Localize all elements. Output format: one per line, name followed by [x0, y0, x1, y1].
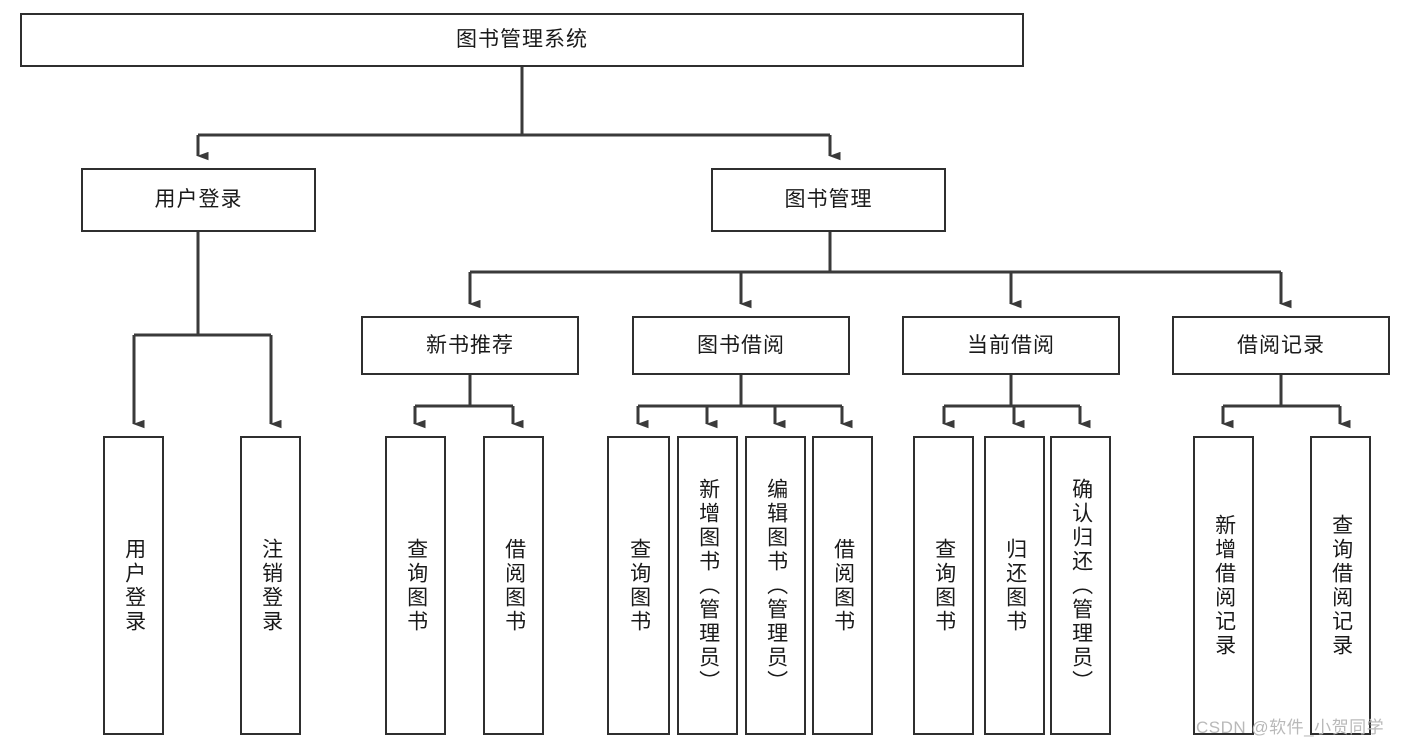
node-leaf-query-borrow-record[interactable]: 查询借阅记录 [1310, 436, 1371, 735]
node-root-book-management-system[interactable]: 图书管理系统 [20, 13, 1024, 67]
node-current-borrow[interactable]: 当前借阅 [902, 316, 1120, 375]
node-user-login[interactable]: 用户登录 [81, 168, 316, 232]
node-leaf-add-borrow-record[interactable]: 新增借阅记录 [1193, 436, 1254, 735]
node-leaf-user-login[interactable]: 用户登录 [103, 436, 164, 735]
node-leaf-confirm-return-admin[interactable]: 确认归还（管理员） [1050, 436, 1111, 735]
node-leaf-query-book-borrow[interactable]: 查询图书 [607, 436, 670, 735]
watermark-csdn: CSDN @软件_小贺同学 [1196, 718, 1385, 737]
node-book-borrow[interactable]: 图书借阅 [632, 316, 850, 375]
node-leaf-query-book-recommend[interactable]: 查询图书 [385, 436, 446, 735]
node-new-book-recommend[interactable]: 新书推荐 [361, 316, 579, 375]
node-leaf-borrow-book[interactable]: 借阅图书 [812, 436, 873, 735]
node-book-management[interactable]: 图书管理 [711, 168, 946, 232]
node-leaf-query-book-current[interactable]: 查询图书 [913, 436, 974, 735]
node-leaf-logout-login[interactable]: 注销登录 [240, 436, 301, 735]
node-borrow-record[interactable]: 借阅记录 [1172, 316, 1390, 375]
node-leaf-return-book[interactable]: 归还图书 [984, 436, 1045, 735]
node-leaf-borrow-book-recommend[interactable]: 借阅图书 [483, 436, 544, 735]
node-leaf-edit-book-admin[interactable]: 编辑图书（管理员） [745, 436, 806, 735]
node-leaf-add-book-admin[interactable]: 新增图书（管理员） [677, 436, 738, 735]
